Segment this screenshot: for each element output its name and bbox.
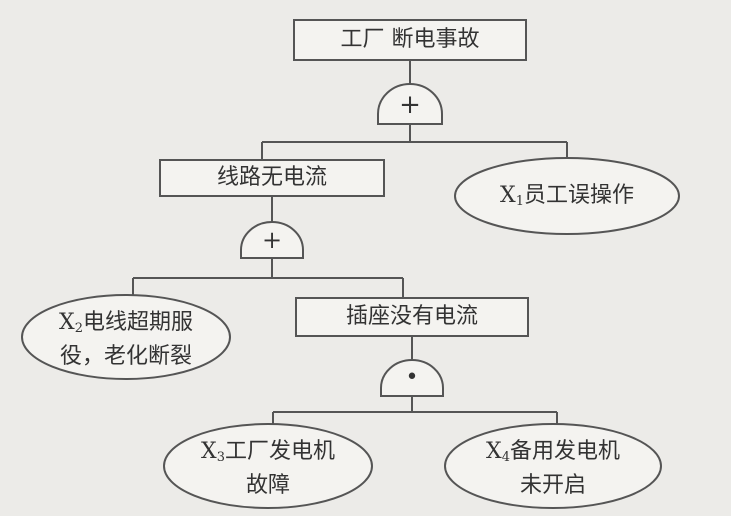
basic-event-x1-label: X1员工误操作 bbox=[455, 182, 679, 216]
x3-line2: 故障 bbox=[245, 473, 290, 498]
x4-var: X bbox=[486, 439, 502, 464]
x2-line1: X2电线超期服 bbox=[22, 309, 230, 343]
x2-var: X bbox=[59, 310, 75, 335]
x3-sub: 3 bbox=[216, 450, 225, 465]
mid-event-1-label: 线路无电流 bbox=[216, 165, 327, 190]
mid-event-1-box bbox=[159, 159, 385, 197]
top-event-box bbox=[293, 19, 527, 61]
x4-line1: X4备用发电机 bbox=[445, 438, 661, 472]
basic-event-x2-ellipse bbox=[21, 294, 231, 380]
x1-sub: 1 bbox=[515, 194, 524, 209]
or-gate-1 bbox=[377, 83, 443, 125]
x2-line2: 役，老化断裂 bbox=[59, 344, 192, 369]
x2-sub: 2 bbox=[74, 321, 83, 336]
basic-event-x3-ellipse bbox=[163, 423, 373, 509]
x3-var: X bbox=[201, 439, 217, 464]
basic-event-x2-label: X2电线超期服 役，老化断裂 bbox=[22, 309, 230, 371]
or-gate-2 bbox=[240, 221, 304, 259]
x4-sub: 4 bbox=[501, 450, 510, 465]
x4-line1-text: 备用发电机 bbox=[509, 439, 620, 464]
and-gate-3-symbol: • bbox=[405, 365, 419, 390]
basic-event-x4-ellipse bbox=[444, 423, 662, 509]
x3-line1: X3工厂发电机 bbox=[164, 438, 372, 472]
basic-event-x4-label: X4备用发电机 未开启 bbox=[445, 438, 661, 500]
x1-text: 员工误操作 bbox=[523, 183, 634, 208]
top-event-label: 工厂 断电事故 bbox=[340, 27, 480, 52]
x2-line1-text: 电线超期服 bbox=[82, 310, 193, 335]
basic-event-x1-ellipse bbox=[454, 157, 680, 235]
x1-var: X bbox=[500, 183, 516, 208]
x4-line2: 未开启 bbox=[519, 473, 586, 498]
mid-event-2-box bbox=[295, 297, 529, 337]
or-gate-1-symbol: + bbox=[399, 90, 421, 120]
or-gate-2-symbol: + bbox=[261, 226, 283, 254]
and-gate-3 bbox=[380, 359, 444, 397]
mid-event-2-label: 插座没有电流 bbox=[345, 304, 478, 329]
basic-event-x3-label: X3工厂发电机 故障 bbox=[164, 438, 372, 500]
connectors bbox=[132, 60, 568, 428]
x3-line1-text: 工厂发电机 bbox=[224, 439, 335, 464]
